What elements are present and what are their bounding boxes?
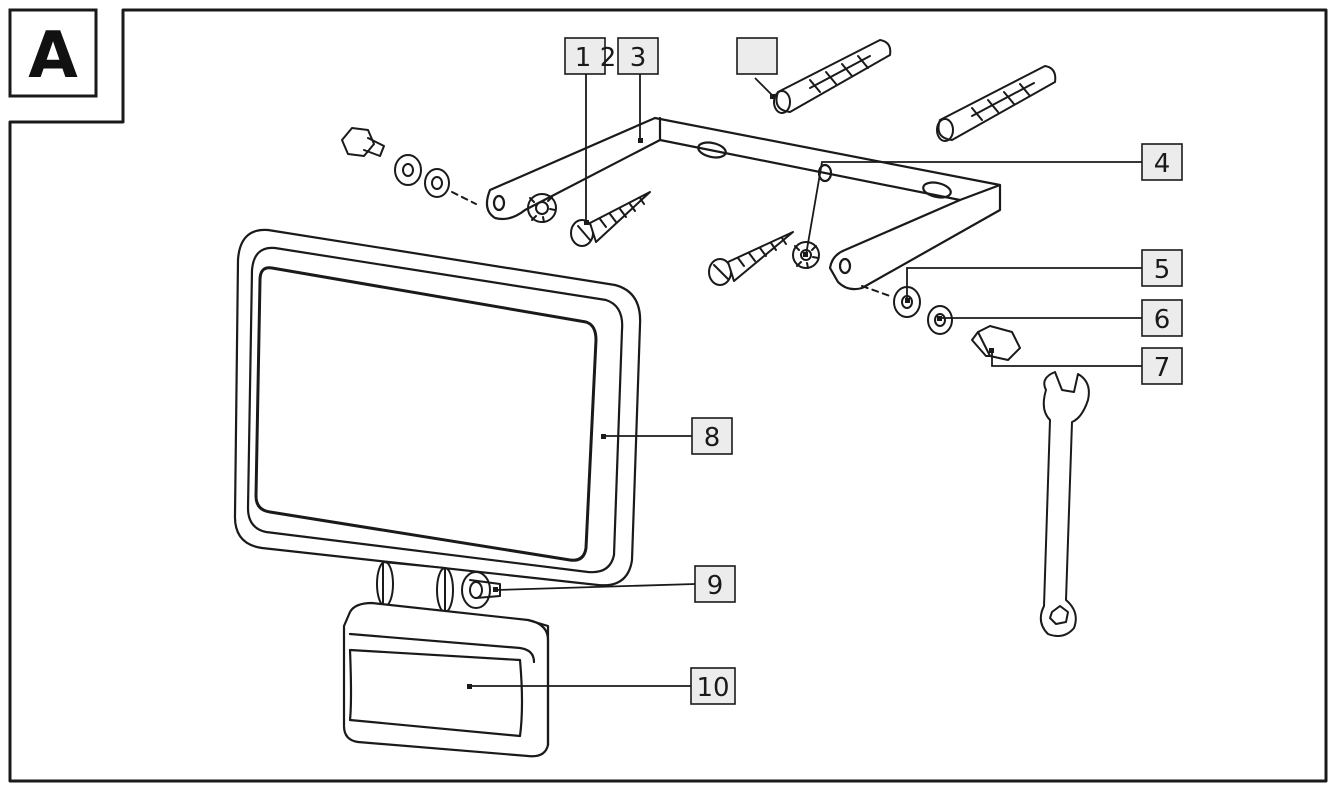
callout-5-label: 5 <box>1154 255 1171 285</box>
leader-lines <box>470 72 1142 687</box>
callout-blank <box>736 37 778 75</box>
pivot-joint <box>376 561 501 613</box>
wall-plug-upper <box>773 39 892 114</box>
wrench-tool <box>1039 371 1090 637</box>
callout-10: 10 <box>690 667 736 705</box>
callout-4-label: 4 <box>1154 149 1171 179</box>
floodlight-panel <box>233 228 642 587</box>
callout-8: 8 <box>691 417 733 455</box>
leader-dots <box>467 94 994 689</box>
callout-5: 5 <box>1141 249 1183 287</box>
callout-6-label: 6 <box>1154 305 1171 335</box>
callout-3: 3 <box>617 37 659 75</box>
left-bolt-assembly <box>341 127 477 205</box>
callout-7-label: 7 <box>1154 353 1171 383</box>
callout-8-label: 8 <box>704 423 721 453</box>
callout-1-label: 1 <box>575 43 592 73</box>
callout-6: 6 <box>1141 299 1183 337</box>
callout-4: 4 <box>1141 143 1183 181</box>
serrated-washer-left <box>527 193 557 223</box>
wood-screw-right <box>708 231 794 286</box>
motion-sensor <box>342 601 550 758</box>
serrated-washer-right <box>792 241 820 269</box>
diagram-frame <box>8 8 1328 783</box>
callout-10-label: 10 <box>696 673 729 703</box>
callout-7: 7 <box>1141 347 1183 385</box>
wall-plug-lower <box>936 65 1057 142</box>
wood-screw-left <box>570 191 651 247</box>
callout-9-label: 9 <box>707 571 724 601</box>
callout-2-label: 2 <box>600 43 617 73</box>
callout-3-label: 3 <box>630 43 647 73</box>
callout-2: 2 <box>600 43 617 73</box>
figure-tag-box <box>8 8 98 98</box>
right-bolt-assembly <box>861 285 1021 361</box>
figure-tag-label: A <box>28 19 78 93</box>
mounting-bracket <box>485 116 1002 291</box>
callout-1: 1 <box>564 37 606 75</box>
callout-9: 9 <box>694 565 736 603</box>
